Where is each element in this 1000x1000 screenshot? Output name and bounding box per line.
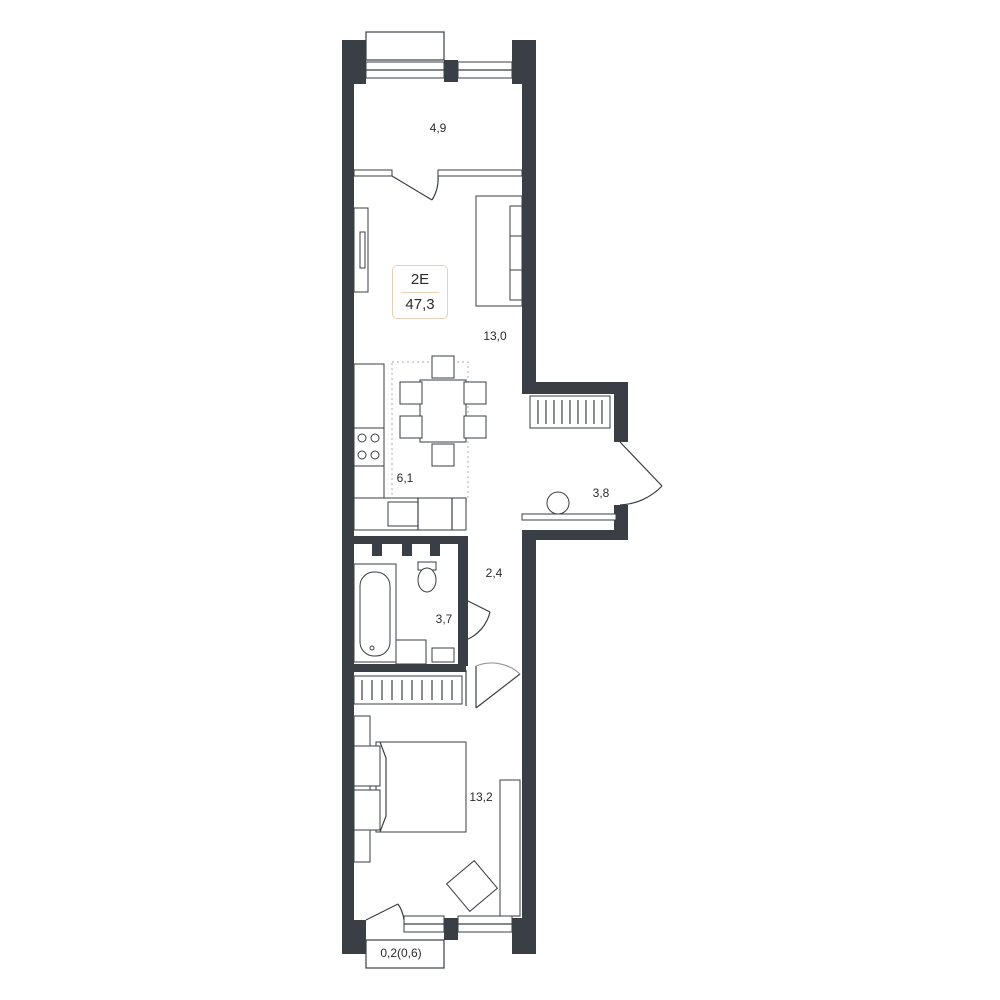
entrance-furniture: [521, 395, 663, 521]
bedroom-furniture: [353, 715, 521, 969]
area-entrance-hall: 3,8: [592, 486, 610, 500]
area-corridor: 2,4: [485, 566, 503, 580]
area-balcony-bottom: 0,2(0,6): [380, 946, 422, 960]
area-loggia-top: 4,9: [429, 121, 447, 135]
living-room-furniture: [353, 195, 523, 307]
corridor-wardrobe: [353, 662, 521, 709]
unit-badge: 2E 47,3: [392, 265, 448, 319]
kitchen-furniture: [353, 355, 487, 531]
area-bedroom: 13,2: [469, 790, 493, 804]
area-kitchen: 6,1: [396, 471, 414, 485]
area-bathroom: 3,7: [435, 612, 453, 626]
bathroom: [342, 536, 491, 672]
loggia-top: [353, 31, 523, 201]
unit-total-area: 47,3: [405, 296, 435, 313]
outer-walls: [342, 40, 628, 954]
unit-type-label: 2E: [401, 268, 439, 293]
area-living-room: 13,0: [483, 329, 507, 343]
